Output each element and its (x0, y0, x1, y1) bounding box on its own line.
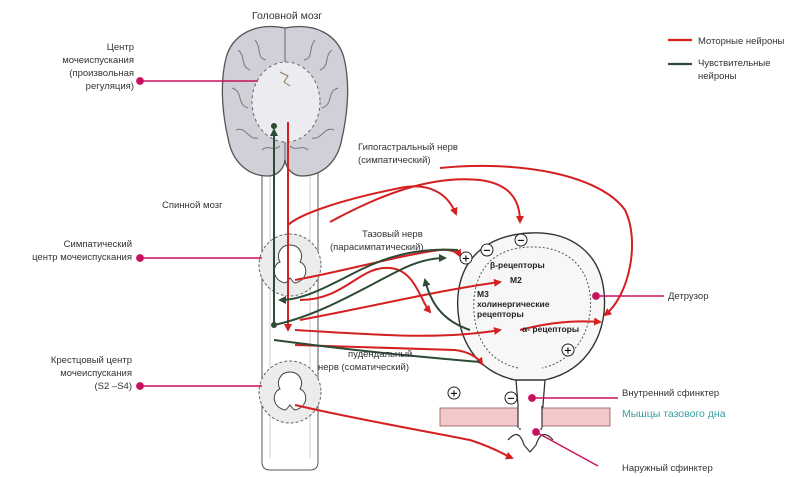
pelvic-nerve-line1: Тазовый нерв (362, 229, 423, 240)
pudendal-nerve-line1: пудендальный (348, 349, 412, 360)
external-sphincter-label: Наружный сфинктер (622, 463, 713, 474)
sympathetic-center-section (259, 234, 321, 296)
plus-sign-pelvic-text: + (462, 254, 470, 265)
m3-label-line3: рецепторы (477, 309, 524, 319)
micturition-center-line2: мочеиспускания (62, 55, 134, 66)
legend-motor-label: Моторные нейроны (698, 36, 785, 47)
pudendal-nerve-line2: нерв (соматический) (318, 362, 409, 373)
minus-sign-2-text: − (517, 236, 525, 247)
spinal-cord-label: Спинной мозг (162, 200, 223, 211)
plus-sign-alpha-text: + (564, 346, 572, 357)
minus-sign-3-text: − (507, 394, 515, 405)
sacral-center-line1: Крестцовый центр (51, 355, 132, 366)
hypogastric-nerve-line1: Гипогастральный нерв (358, 142, 458, 153)
legend-sensory-line1: Чувствительные (698, 58, 771, 69)
micturition-center-line4: регуляция) (86, 81, 134, 92)
alpha-receptors-label: α- рецепторы (522, 324, 579, 334)
minus-sign-1-text: − (483, 246, 491, 257)
legend: Моторные нейроны Чувствительные нейроны (668, 36, 785, 82)
sacral-center-section (259, 361, 321, 423)
brain-illustration (222, 27, 347, 176)
hypogastric-nerve-line2: (симпатический) (358, 155, 431, 166)
m2-label: M2 (510, 275, 522, 285)
pelvic-nerve-line2: (парасимпатический) (330, 242, 424, 253)
m3-label-line1: M3 (477, 289, 489, 299)
internal-sphincter-label: Внутренний сфинктер (622, 388, 719, 399)
sympathetic-center-line2: центр мочеиспускания (32, 252, 132, 263)
m3-label-line2: холинергические (477, 299, 550, 309)
sacral-center-line3: (S2 –S4) (95, 381, 133, 392)
pelvic-floor-muscles (440, 406, 610, 428)
legend-sensory-line2: нейроны (698, 71, 737, 82)
beta-receptors-label: β-рецепторы (490, 260, 545, 270)
pelvic-floor-label: Мышцы тазового дна (622, 408, 726, 420)
micturition-center-line1: Центр (107, 42, 134, 53)
sympathetic-center-line1: Симпатический (64, 239, 132, 250)
sacral-center-line2: мочеиспускания (60, 368, 132, 379)
brain-label: Головной мозг (252, 10, 322, 22)
micturition-center-line3: (произвольная (69, 68, 134, 79)
plus-sign-pudendal-text: + (450, 389, 458, 400)
detrusor-label: Детрузор (668, 291, 709, 302)
